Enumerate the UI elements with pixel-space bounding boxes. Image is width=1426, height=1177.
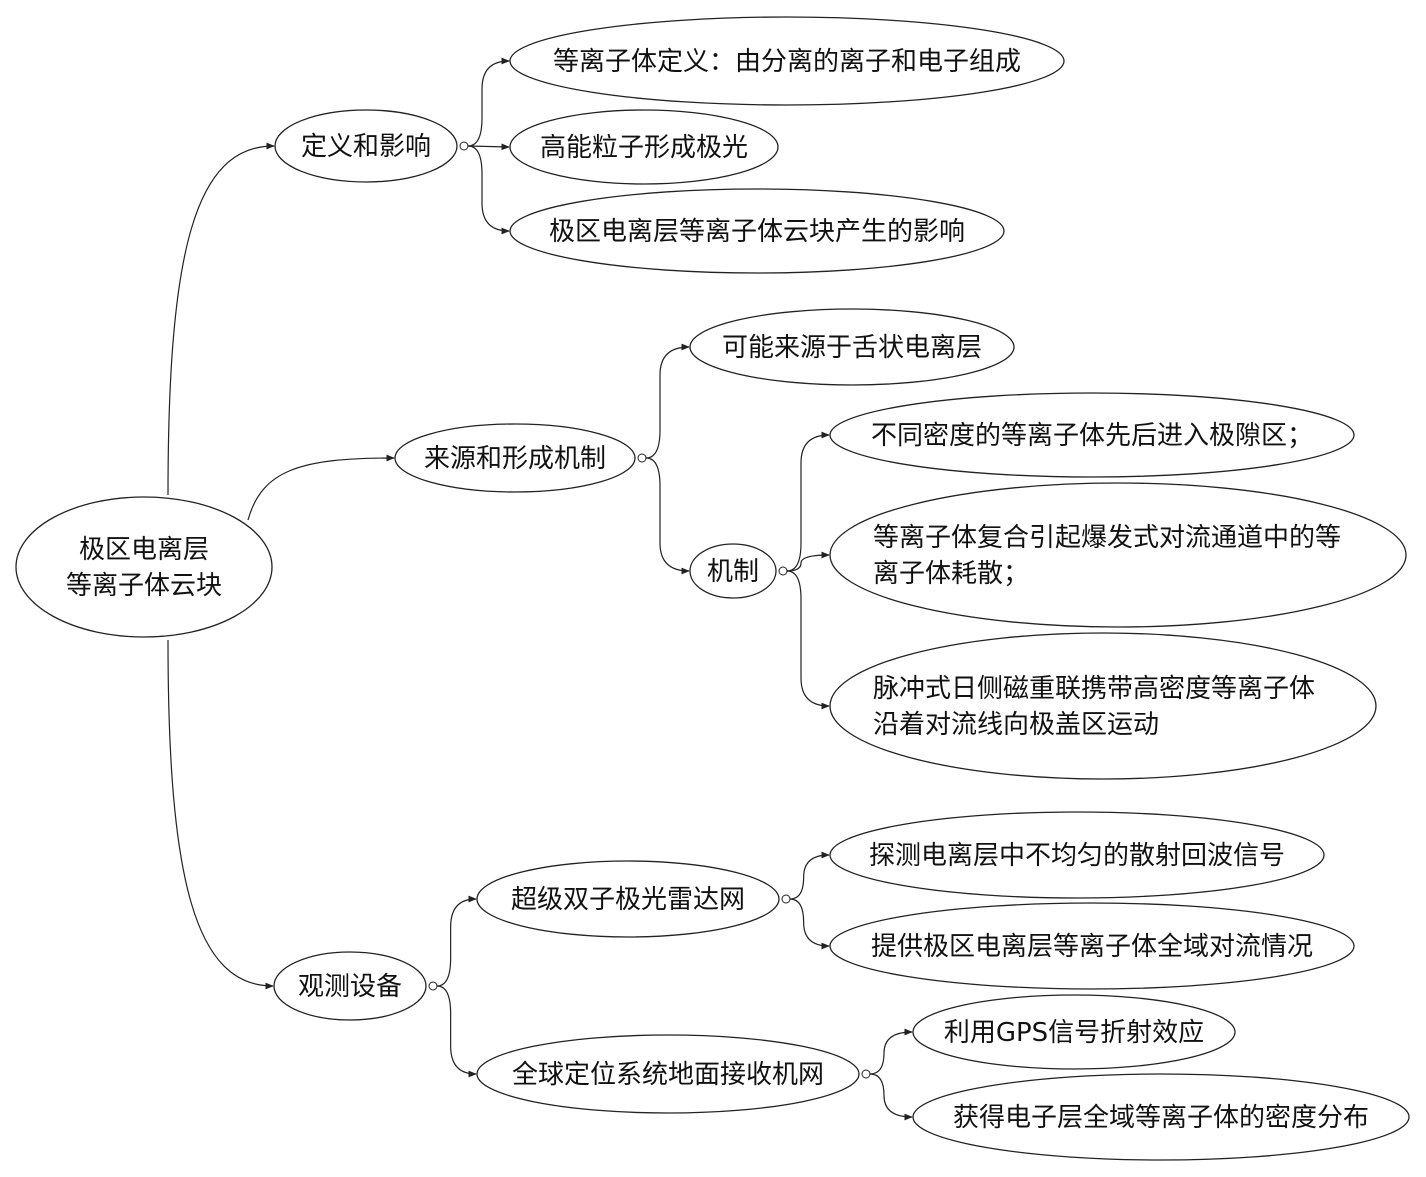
edge-src-mech bbox=[645, 457, 690, 575]
node-label: 来源和形成机制 bbox=[424, 444, 606, 474]
edge-def-def2 bbox=[467, 143, 510, 151]
node-ellipse bbox=[509, 109, 779, 185]
node-label: 极区电离层等离子体云块产生的影响 bbox=[549, 217, 965, 247]
edge-root-src bbox=[247, 454, 395, 521]
node-ellipse bbox=[509, 188, 1005, 274]
node-radar1[interactable]: 探测电离层中不均匀的散射回波信号 bbox=[829, 811, 1325, 899]
node-label: 高能粒子形成极光 bbox=[540, 133, 748, 163]
node-ellipse bbox=[509, 16, 1065, 106]
edge-mech-mech3 bbox=[786, 570, 830, 710]
edge-mech-mech1 bbox=[786, 431, 830, 572]
edge-def-def3 bbox=[467, 145, 510, 235]
edge-radar-radar2 bbox=[789, 898, 830, 950]
node-label: 等离子体复合引起爆发式对流通道中的等 bbox=[873, 523, 1341, 553]
node-ellipse bbox=[912, 1073, 1410, 1161]
node-root[interactable]: 极区电离层等离子体云块 bbox=[15, 496, 273, 638]
node-label: 脉冲式日侧磁重联携带高密度等离子体 bbox=[873, 674, 1315, 704]
node-label: 机制 bbox=[707, 557, 759, 587]
collapse-toggle-icon[interactable] bbox=[459, 141, 469, 151]
node-ellipse bbox=[394, 423, 636, 493]
node-ellipse bbox=[476, 1034, 860, 1114]
node-label: 极区电离层 bbox=[79, 535, 209, 565]
node-label: 离子体耗散； bbox=[873, 559, 1029, 589]
collapse-toggle-icon[interactable] bbox=[861, 1069, 871, 1079]
node-label: 超级双子极光雷达网 bbox=[511, 885, 745, 915]
node-label: 探测电离层中不均匀的散射回波信号 bbox=[869, 841, 1285, 871]
node-label: 提供极区电离层等离子体全域对流情况 bbox=[871, 932, 1313, 962]
node-gps[interactable]: 全球定位系统地面接收机网 bbox=[476, 1034, 860, 1114]
node-gps2[interactable]: 获得电子层全域等离子体的密度分布 bbox=[912, 1073, 1410, 1161]
node-src1[interactable]: 可能来源于舌状电离层 bbox=[689, 308, 1015, 386]
node-label: 获得电子层全域等离子体的密度分布 bbox=[953, 1103, 1369, 1133]
node-label: 观测设备 bbox=[298, 972, 402, 1002]
collapse-toggle-icon[interactable] bbox=[637, 453, 647, 463]
node-label: 沿着对流线向极盖区运动 bbox=[873, 710, 1159, 740]
edge-gps-gps2 bbox=[869, 1073, 913, 1121]
edge-obs-radar bbox=[436, 895, 477, 987]
edge-root-obs bbox=[167, 639, 274, 990]
node-mech[interactable]: 机制 bbox=[689, 543, 777, 599]
node-ellipse bbox=[912, 994, 1236, 1070]
node-ellipse bbox=[274, 109, 458, 183]
node-def[interactable]: 定义和影响 bbox=[274, 109, 458, 183]
node-def1[interactable]: 等离子体定义：由分离的离子和电子组成 bbox=[509, 16, 1065, 106]
node-def3[interactable]: 极区电离层等离子体云块产生的影响 bbox=[509, 188, 1005, 274]
node-ellipse bbox=[829, 902, 1355, 990]
node-gps1[interactable]: 利用GPS信号折射效应 bbox=[912, 994, 1236, 1070]
node-ellipse bbox=[476, 860, 780, 938]
node-label: 全球定位系统地面接收机网 bbox=[512, 1060, 824, 1090]
node-def2[interactable]: 高能粒子形成极光 bbox=[509, 109, 779, 185]
node-ellipse bbox=[689, 543, 777, 599]
collapse-toggle-icon[interactable] bbox=[778, 566, 788, 576]
edge-src-src1 bbox=[645, 343, 690, 459]
node-label: 定义和影响 bbox=[301, 132, 431, 162]
node-obs[interactable]: 观测设备 bbox=[273, 951, 427, 1021]
node-label: 等离子体云块 bbox=[66, 571, 222, 601]
node-ellipse bbox=[689, 308, 1015, 386]
edge-radar-radar1 bbox=[789, 851, 830, 900]
edge-gps-gps1 bbox=[869, 1028, 913, 1075]
node-radar2[interactable]: 提供极区电离层等离子体全域对流情况 bbox=[829, 902, 1355, 990]
collapse-toggle-icon[interactable] bbox=[781, 894, 791, 904]
collapse-toggle-icon[interactable] bbox=[428, 981, 438, 991]
node-ellipse bbox=[829, 811, 1325, 899]
edge-mech-mech2 bbox=[786, 551, 830, 572]
node-radar[interactable]: 超级双子极光雷达网 bbox=[476, 860, 780, 938]
node-ellipse bbox=[829, 392, 1355, 478]
node-label: 可能来源于舌状电离层 bbox=[722, 333, 982, 363]
node-src[interactable]: 来源和形成机制 bbox=[394, 423, 636, 493]
edge-root-def bbox=[167, 142, 275, 496]
node-ellipse bbox=[15, 496, 273, 638]
node-label: 利用GPS信号折射效应 bbox=[944, 1018, 1204, 1048]
edge-obs-gps bbox=[436, 985, 477, 1078]
connectors bbox=[167, 57, 913, 1121]
node-label: 不同密度的等离子体先后进入极隙区； bbox=[871, 421, 1313, 451]
edge-def-def1 bbox=[467, 57, 510, 147]
node-ellipse bbox=[829, 482, 1407, 628]
node-label: 等离子体定义：由分离的离子和电子组成 bbox=[553, 47, 1021, 77]
nodes: 极区电离层等离子体云块 定义和影响 等离子体定义：由分离的离子和电子组成高能粒子形成… bbox=[15, 16, 1410, 1161]
node-mech1[interactable]: 不同密度的等离子体先后进入极隙区； bbox=[829, 392, 1355, 478]
node-ellipse bbox=[273, 951, 427, 1021]
node-ellipse bbox=[829, 632, 1377, 780]
